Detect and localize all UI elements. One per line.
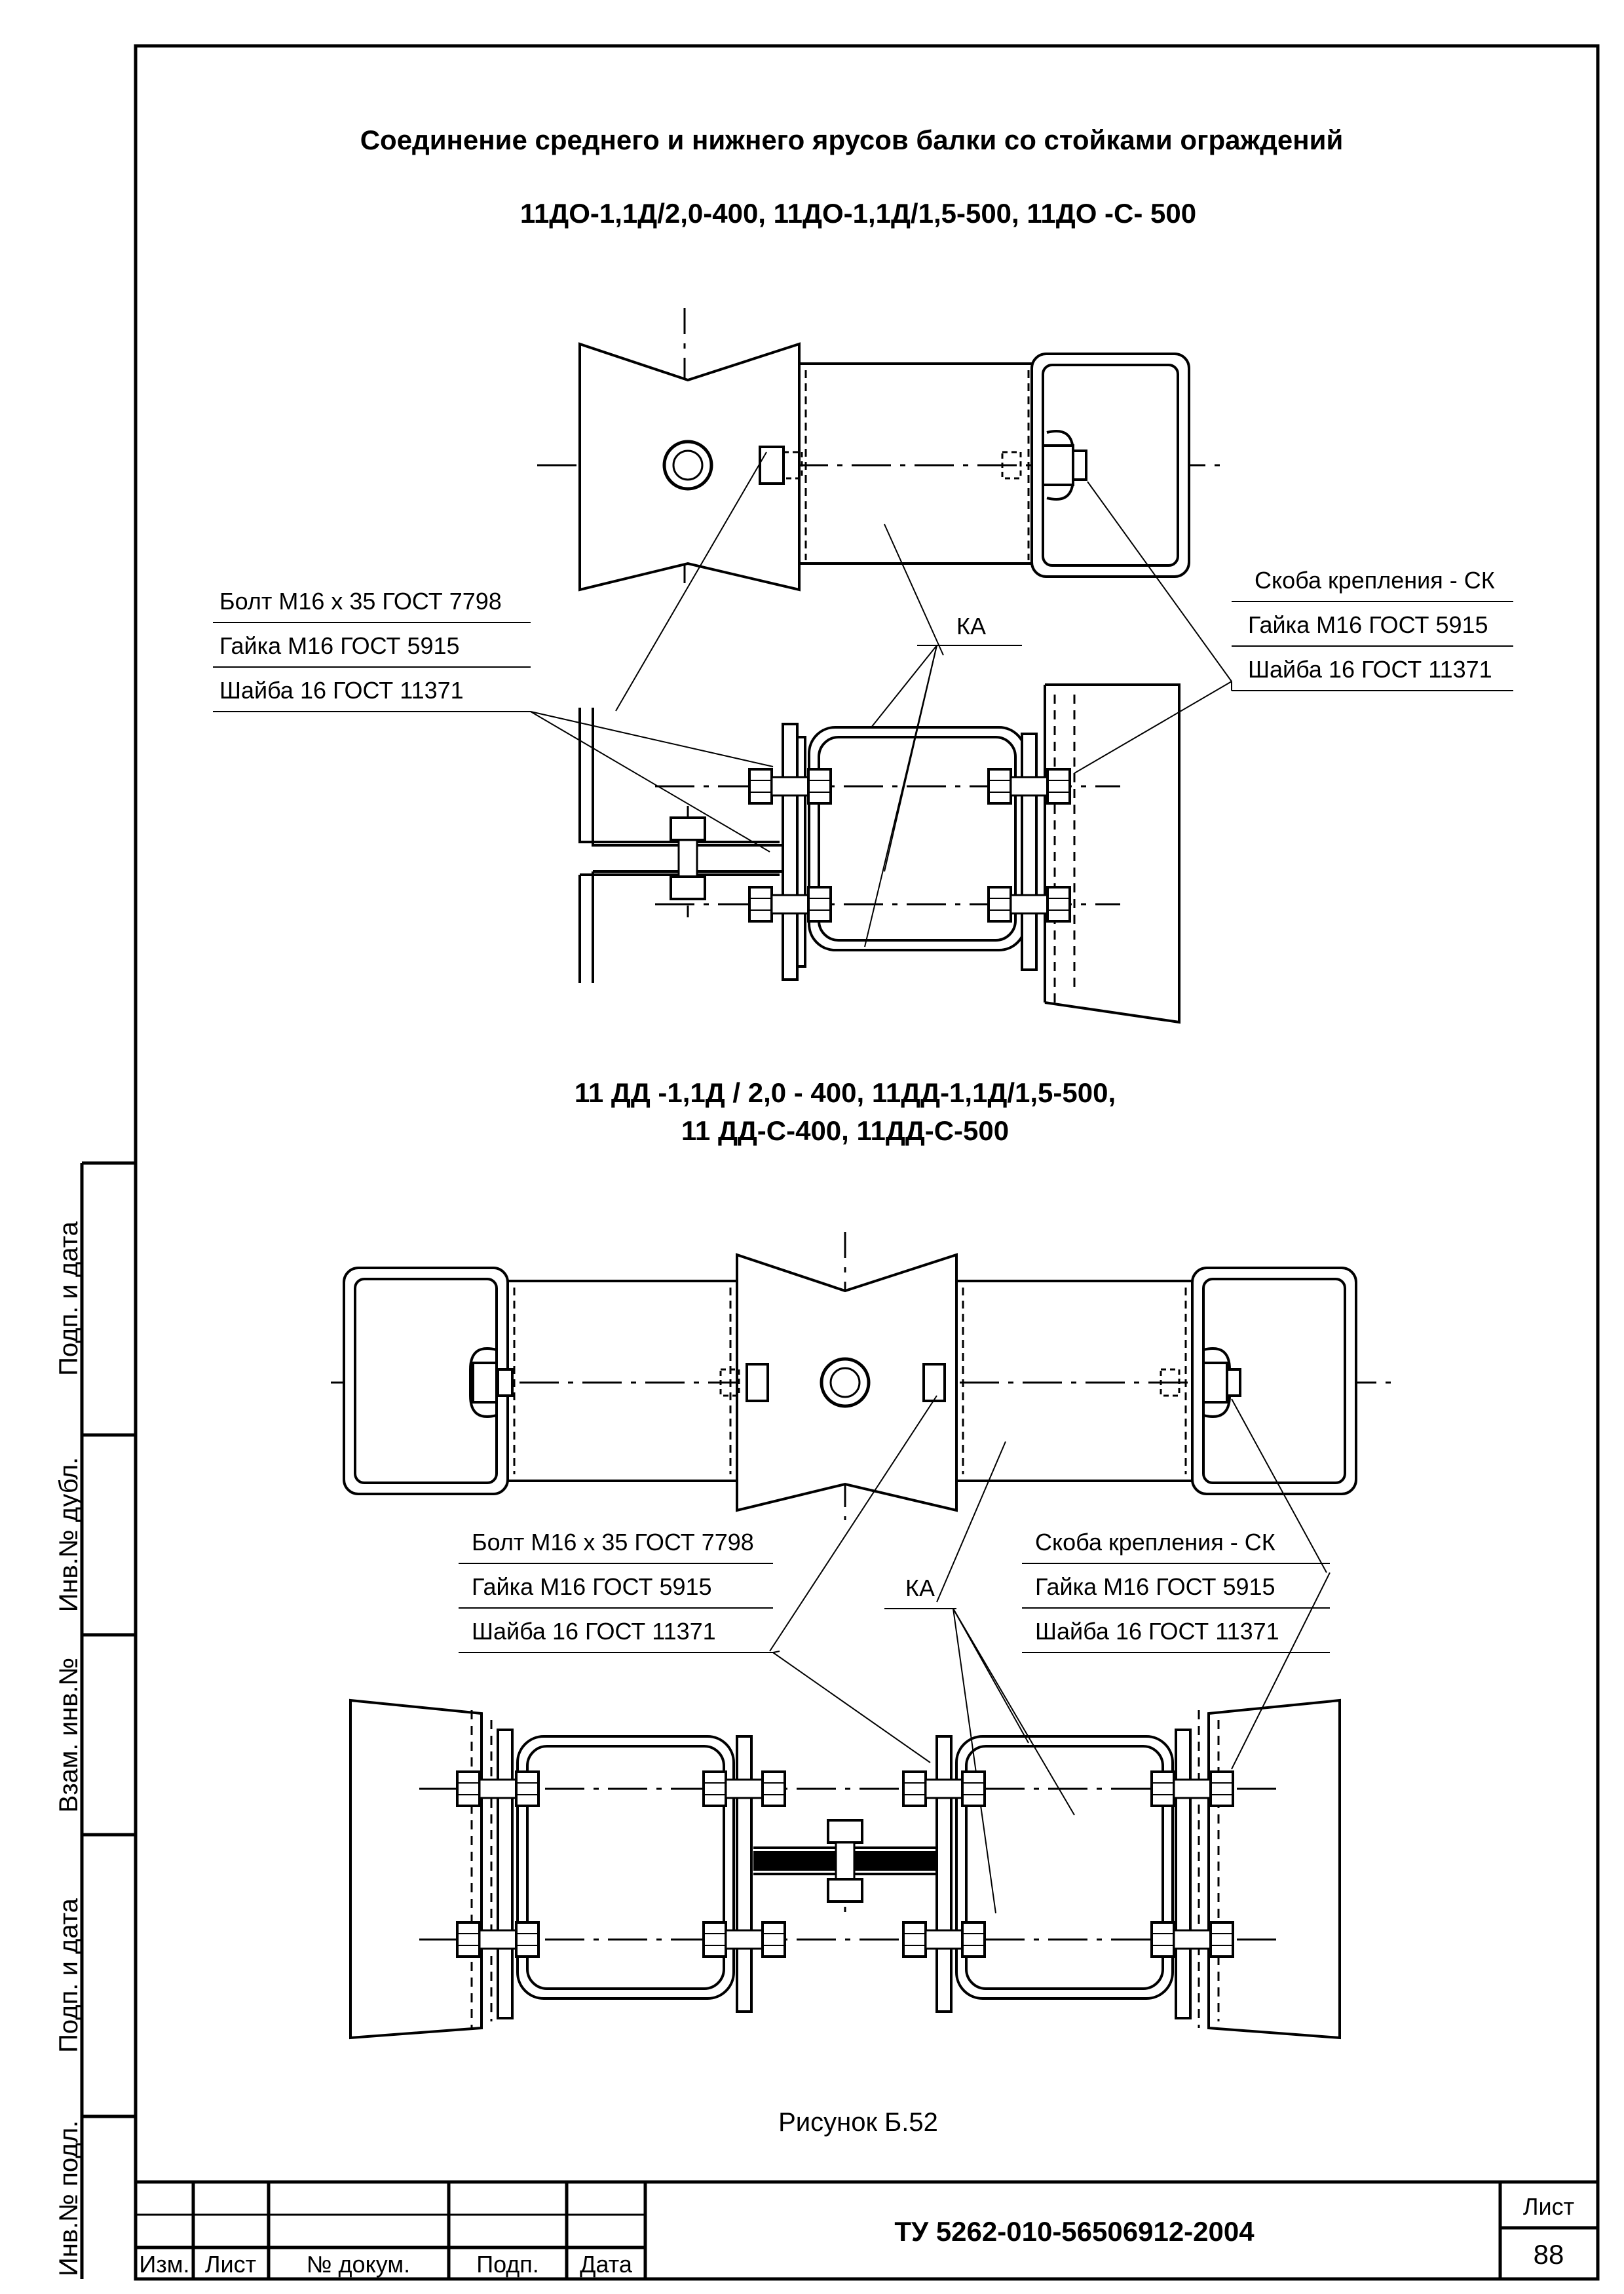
section1-callout-right: Скоба крепления - СК Гайка М16 ГОСТ 5915… (1074, 567, 1513, 774)
callout-bracket-label: Скоба крепления - СК (1255, 567, 1495, 594)
section2-heading-line2: 11 ДД-С-400, 11ДД-С-500 (681, 1115, 1009, 1146)
section1-section-view (578, 683, 1180, 1024)
section1-callout-left: Болт М16 х 35 ГОСТ 7798 Гайка М16 ГОСТ 5… (213, 588, 774, 852)
title-block (136, 2180, 1598, 2279)
col-header-change: Изм. (139, 2251, 189, 2278)
callout-bolt-label: Болт М16 х 35 ГОСТ 7798 (472, 1529, 754, 1556)
callout-washer-label: Шайба 16 ГОСТ 11371 (1248, 656, 1492, 683)
sheet-number: 88 (1534, 2239, 1564, 2270)
figure-caption: Рисунок Б.52 (778, 2108, 938, 2137)
drawing-frame (134, 44, 1600, 2281)
col-header-signature: Подп. (476, 2251, 539, 2278)
document-designation: ТУ 5262-010-56506912-2004 (894, 2216, 1255, 2247)
stamp-original-inv: Инв.№ подл. (54, 2120, 83, 2276)
sheet-label: Лист (1523, 2193, 1574, 2220)
callout-washer-label: Шайба 16 ГОСТ 11371 (219, 677, 464, 704)
section2-top-view (331, 1232, 1395, 1652)
stamp-sign-date-1: Подп. и дата (54, 1221, 83, 1375)
callout-washer-label: Шайба 16 ГОСТ 11371 (1035, 1618, 1279, 1645)
section2-ka-callout: КА (884, 1575, 1075, 1914)
col-header-date: Дата (580, 2251, 633, 2278)
section1-heading: 11ДО-1,1Д/2,0-400, 11ДО-1,1Д/1,5-500, 11… (520, 198, 1196, 229)
stamp-duplicate-inv: Инв.№ дубл. (54, 1457, 83, 1613)
section2-callout-right: Скоба крепления - СК Гайка М16 ГОСТ 5915… (1022, 1529, 1331, 1770)
stamp-sign-date-2: Подп. и дата (54, 1898, 83, 2052)
section1-ka-callout: КА (864, 613, 1022, 947)
side-stamp (80, 1161, 136, 2279)
callout-washer-label: Шайба 16 ГОСТ 11371 (472, 1618, 716, 1645)
col-header-doc-number: № докум. (307, 2251, 410, 2278)
drawing-title: Соединение среднего и нижнего ярусов бал… (360, 124, 1344, 155)
callout-bracket-label: Скоба крепления - СК (1035, 1529, 1275, 1556)
ka-label: КА (956, 613, 986, 640)
ka-label: КА (905, 1575, 935, 1601)
col-header-sheet: Лист (205, 2251, 256, 2278)
section1-top-view (537, 308, 1232, 712)
section2-callout-left: Болт М16 х 35 ГОСТ 7798 Гайка М16 ГОСТ 5… (459, 1529, 931, 1763)
callout-nut-label: Гайка М16 ГОСТ 5915 (1035, 1573, 1275, 1600)
stamp-replace-inv: Взам. инв.№ (54, 1658, 83, 1813)
section2-heading-line1: 11 ДД -1,1Д / 2,0 - 400, 11ДД-1,1Д/1,5-5… (575, 1077, 1116, 1108)
callout-bolt-label: Болт М16 х 35 ГОСТ 7798 (219, 588, 502, 615)
callout-nut-label: Гайка М16 ГОСТ 5915 (472, 1573, 712, 1600)
callout-nut-label: Гайка М16 ГОСТ 5915 (1248, 611, 1488, 638)
callout-nut-label: Гайка М16 ГОСТ 5915 (219, 632, 460, 659)
section2-fasteners (456, 1770, 1234, 1958)
